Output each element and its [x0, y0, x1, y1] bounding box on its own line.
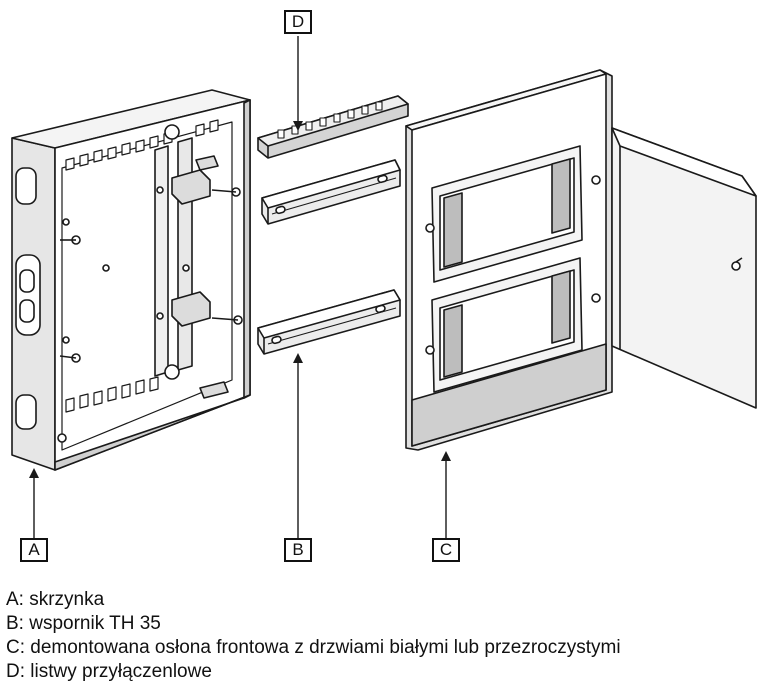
din-rail-lower-drawing: [257, 289, 401, 355]
leader-lines: [29, 36, 451, 538]
label-b: B: [284, 538, 312, 562]
legend-item-b: B: wspornik TH 35: [6, 613, 161, 634]
label-a: A: [20, 538, 48, 562]
legend-item-d: D: listwy przyłączenlowe: [6, 661, 212, 682]
front-cover-drawing: [405, 69, 757, 451]
legend: A: skrzynka B: wspornik TH 35 C: demonto…: [6, 588, 621, 684]
label-d: D: [284, 10, 312, 34]
terminal-strip-drawing: [257, 95, 409, 159]
exploded-assembly-diagram: [11, 36, 757, 538]
din-rail-upper-drawing: [261, 159, 401, 225]
label-c: C: [432, 538, 460, 562]
enclosure-box-drawing: [11, 89, 251, 471]
legend-item-a: A: skrzynka: [6, 589, 105, 610]
legend-item-c: C: demontowana osłona frontowa z drzwiam…: [6, 637, 621, 658]
